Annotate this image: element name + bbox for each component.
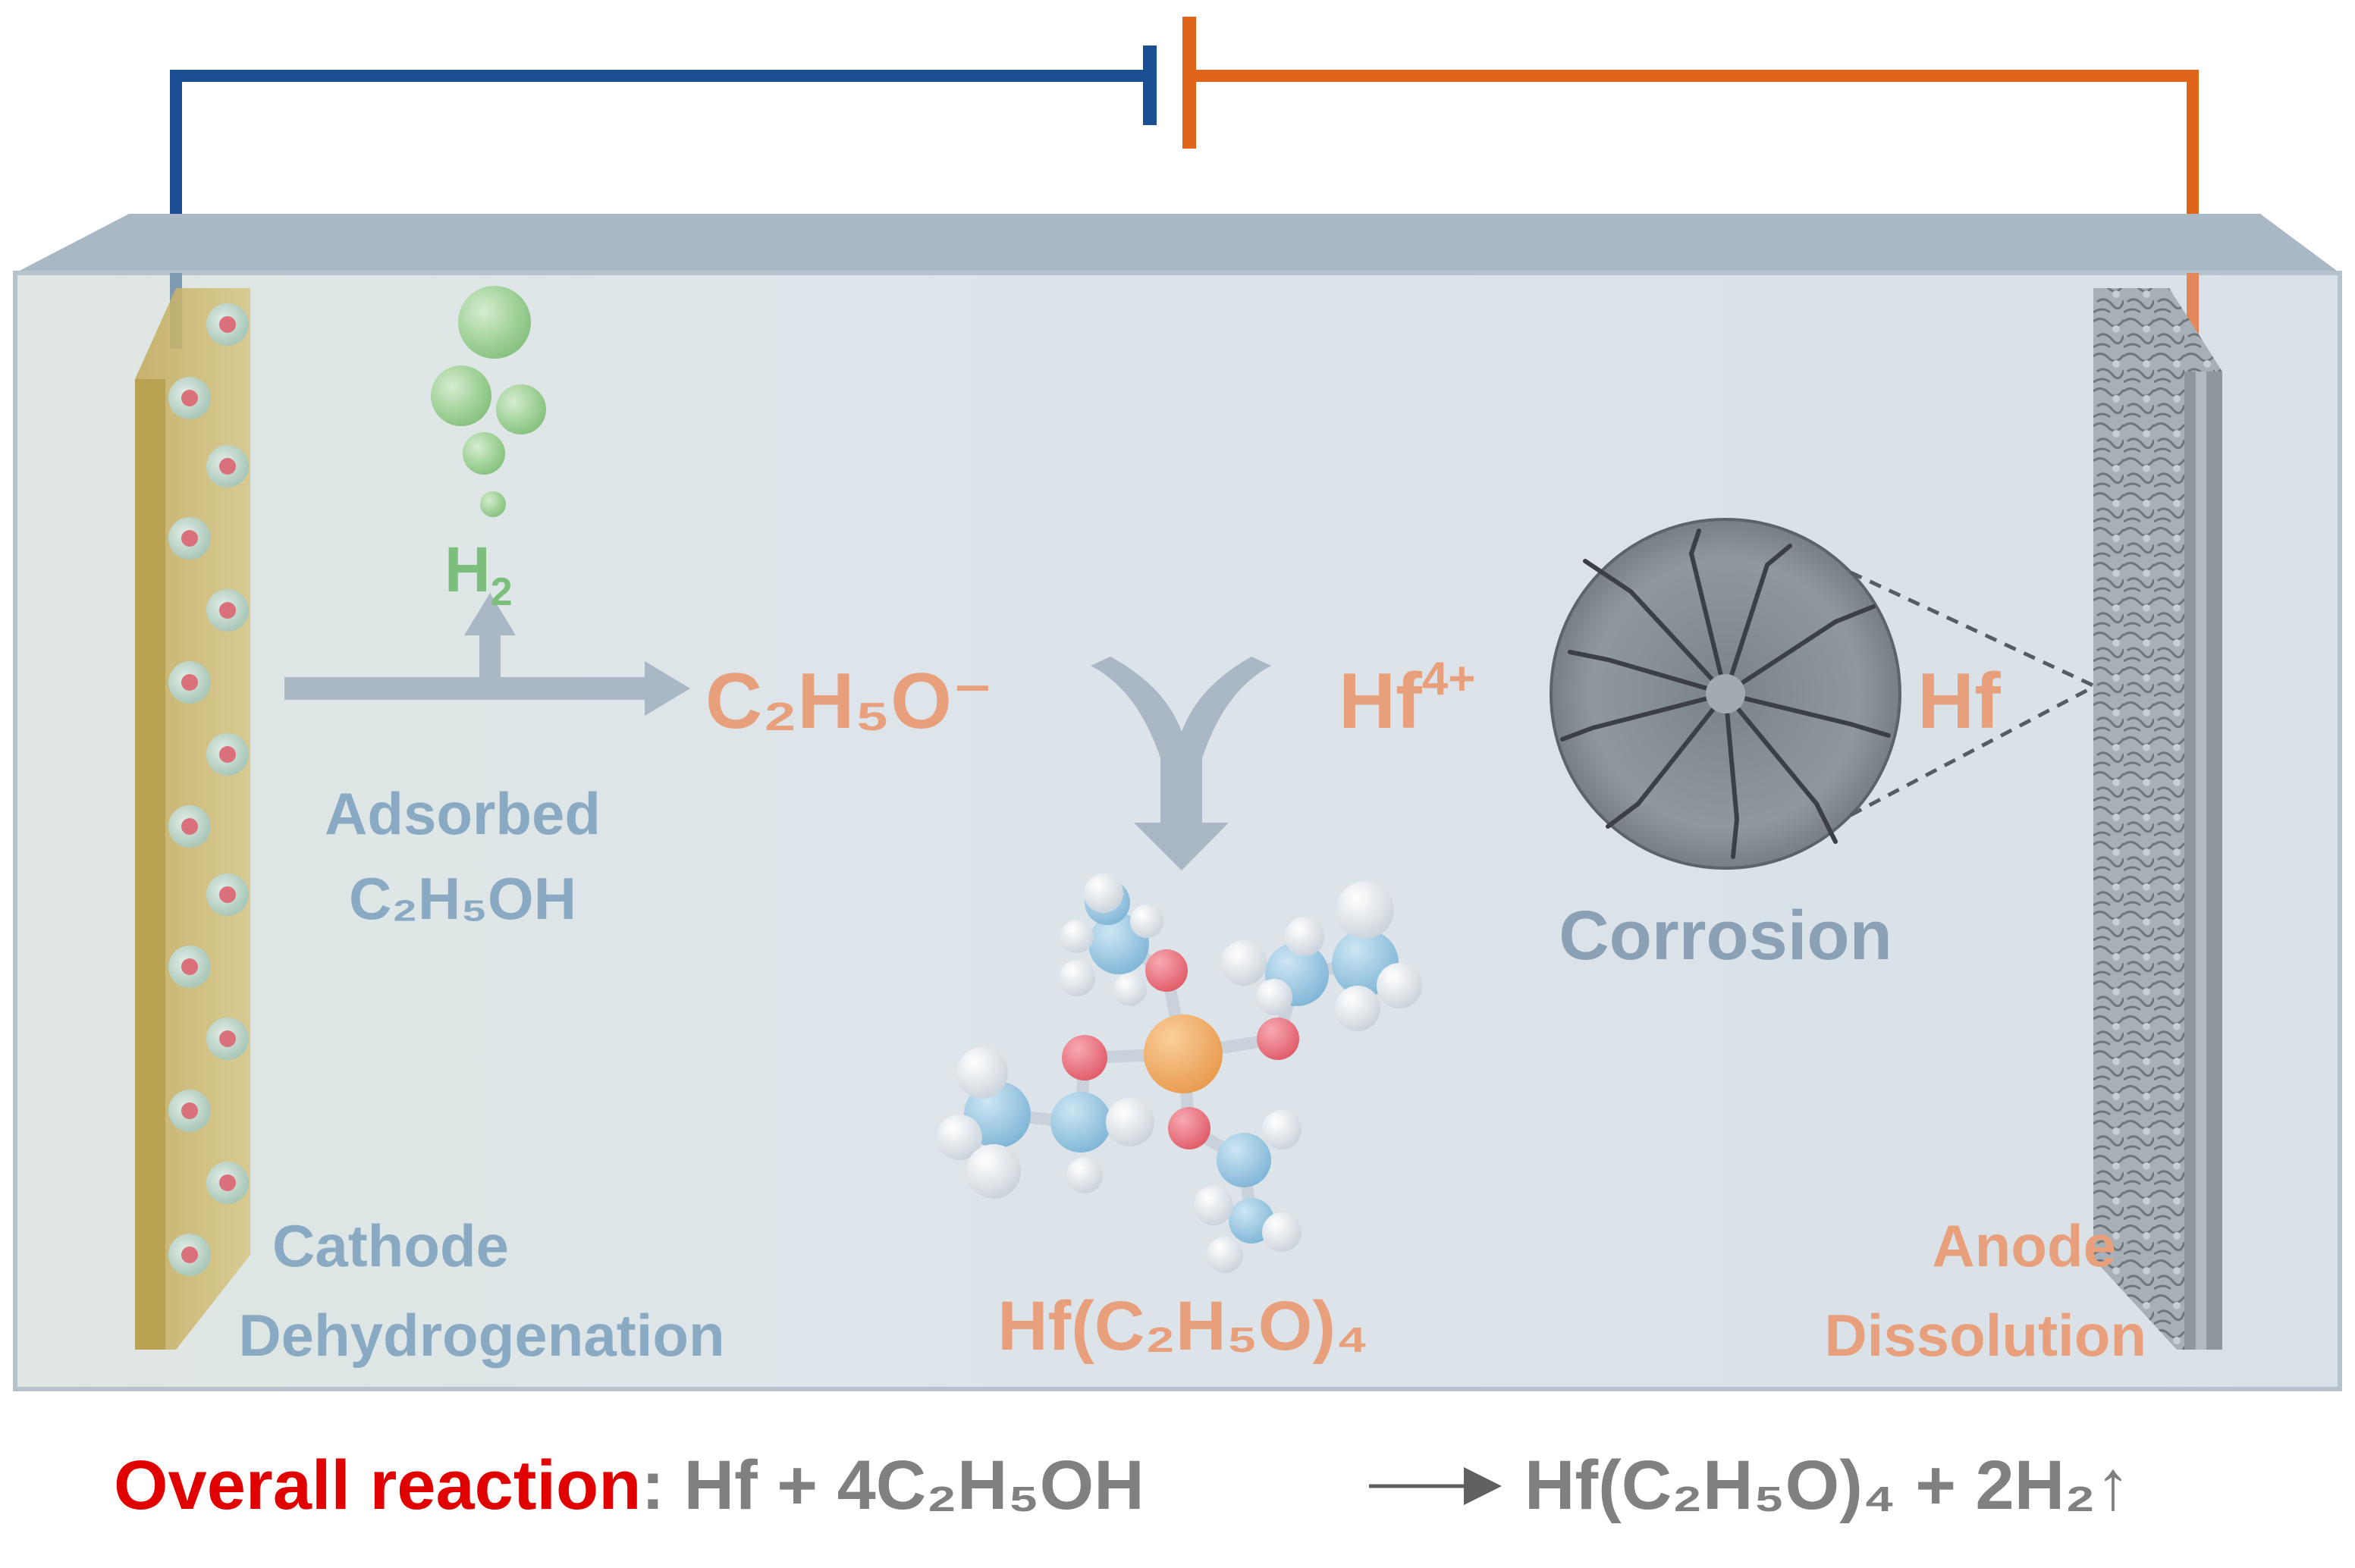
- overall-reaction-equation: Overall reaction: Hf + 4C₂H₅OH Hf(C₂H₅O)…: [114, 1447, 2130, 1524]
- adsorbed-ethanol-label-line1: Adsorbed: [325, 780, 601, 847]
- corrosion-label: Corrosion: [1559, 897, 1892, 974]
- combine-arrow: [1091, 657, 1271, 870]
- molecule-model-icon: [937, 873, 1422, 1273]
- product-label: Hf(C₂H₅O)₄: [997, 1287, 1369, 1365]
- reaction-arrows: [284, 593, 1271, 870]
- circuit-wires: [170, 17, 2199, 220]
- anode-label-line2: Dissolution: [1824, 1302, 2146, 1369]
- cathode-to-ethoxide-arrow-head: [645, 661, 690, 716]
- overall-reaction-label: Overall reaction: [114, 1447, 641, 1524]
- overall-reaction-reactants: Hf + 4C₂H₅OH: [684, 1447, 1145, 1524]
- h2-gas-label: H2: [444, 534, 513, 614]
- zoom-line-bottom: [1849, 684, 2096, 817]
- cathode-label-line2: Dehydrogenation: [238, 1302, 724, 1369]
- cathode-to-ethoxide-arrow-shaft: [284, 677, 652, 700]
- anode-wire: [1189, 70, 2199, 220]
- hafnium-metal-label: Hf: [1917, 657, 2001, 745]
- h2-release-arrow: [464, 593, 516, 688]
- ethoxide-ion-label: C₂H₅O⁻: [705, 657, 994, 745]
- overall-reaction-separator: :: [641, 1447, 683, 1524]
- cathode-label-line1: Cathode: [272, 1212, 509, 1279]
- adsorbed-ethanol-sites: [168, 303, 249, 1276]
- adsorbed-ethanol-label-line2: C₂H₅OH: [349, 865, 576, 932]
- corrosion-micrograph-icon: [1550, 518, 2096, 870]
- anode-plate: [2093, 288, 2222, 1350]
- svg-text:Overall reaction: Hf + 4C₂H₅OH: Overall reaction: Hf + 4C₂H₅OH: [114, 1447, 1145, 1524]
- tank-lid: [15, 214, 2340, 273]
- zoom-line-top: [1849, 570, 2096, 688]
- gas-bubbles-icon: [431, 286, 546, 517]
- cathode-wire: [170, 70, 1150, 220]
- hafnium-ion-label: Hf4+: [1339, 653, 1475, 745]
- anode-label-line1: Anode: [1932, 1212, 2116, 1279]
- overall-reaction-products: Hf(C₂H₅O)₄ + 2H₂↑: [1524, 1447, 2130, 1524]
- cathode-plate: [135, 288, 250, 1350]
